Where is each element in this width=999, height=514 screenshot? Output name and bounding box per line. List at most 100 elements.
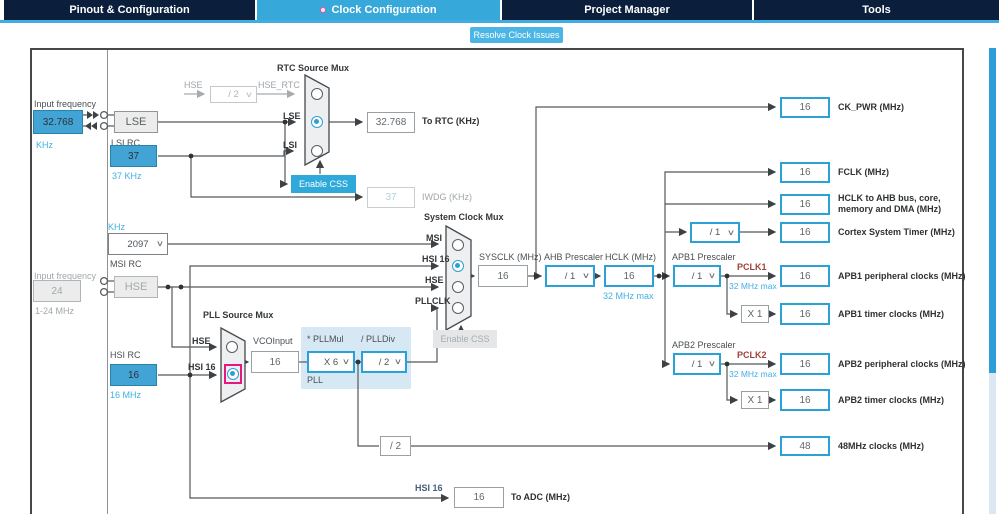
adc-value-box: 16 [454,487,504,508]
clk48-value-box[interactable]: 48 [780,436,830,456]
hclk-ahb-label-line1: HCLK to AHB bus, core, [838,193,941,203]
chevron-down-icon: ∨ [155,238,165,248]
hclk-ahb-value-box[interactable]: 16 [780,194,830,215]
lsi-rc-value-box: 37 [110,145,157,167]
chevron-down-icon: ∨ [581,270,591,280]
tab-label: Tools [862,4,891,16]
tab-project-manager[interactable]: Project Manager [502,0,752,20]
lse-input-unit-label: KHz [36,140,54,150]
tab-pinout-configuration[interactable]: Pinout & Configuration [4,0,255,20]
apb1-timer-multiplier-box: X 1 [741,305,769,323]
pll-mux-radio-hsi16[interactable] [227,368,239,380]
chevron-down-icon: ∨ [707,358,717,368]
lse-input-frequency-label: Input frequency [34,99,97,109]
pllmul-label: * PLLMul [307,334,344,344]
chevron-down-icon: ∨ [393,356,403,366]
chevron-down-icon: ∨ [726,227,736,237]
cortex-prescaler-dropdown[interactable]: / 1∨ [690,222,740,243]
scrollbar-thumb[interactable] [989,48,996,373]
sys-mux-radio-hse[interactable] [452,281,464,293]
sys-mux-radio-hsi16[interactable] [452,260,464,272]
rtc-mux-radio-hse-rtc[interactable] [311,88,323,100]
tab-accent-strip [0,20,999,23]
vco-input-label: VCOInput [253,336,293,346]
rtc-mux-radio-lsi[interactable] [311,145,323,157]
hse-block: HSE [114,276,158,298]
chevron-down-icon: ∨ [244,89,254,99]
tab-tools[interactable]: Tools [754,0,999,20]
apb1-peripheral-label: APB1 peripheral clocks (MHz) [838,271,966,281]
apb2-timer-value-box[interactable]: 16 [780,389,830,411]
hsi-rc-value-box: 16 [110,364,157,386]
hse-input-frequency-label: Input frequency [34,271,97,281]
hclk-label: HCLK (MHz) [605,252,656,262]
apb1-prescaler-dropdown[interactable]: / 1∨ [673,265,721,287]
rtc-hse-label: HSE [184,80,203,90]
apb2-timer-multiplier-box: X 1 [741,391,769,409]
apb1-prescaler-label: APB1 Prescaler [672,252,736,262]
enable-css-rtc-button[interactable]: Enable CSS [291,175,356,193]
pll-panel-label: PLL [307,375,324,385]
apb1-timer-label: APB1 timer clocks (MHz) [838,309,945,319]
panel-border-left [30,48,32,514]
pllmul-dropdown[interactable]: X 6∨ [307,351,355,373]
fclk-value-box[interactable]: 16 [780,162,830,183]
lse-block: LSE [114,111,158,133]
sys-mux-radio-msi[interactable] [452,239,464,251]
plldiv-label: / PLLDiv [361,334,396,344]
resolve-clock-issues-button[interactable]: Resolve Clock Issues [470,27,563,43]
vco-input-value-box: 16 [251,351,299,373]
iwdg-label: IWDG (KHz) [422,192,472,202]
apb2-prescaler-dropdown[interactable]: / 1∨ [673,353,721,375]
ck-pwr-value-box[interactable]: 16 [780,97,830,118]
apb1-peripheral-value-box[interactable]: 16 [780,265,830,287]
adc-signal-label: HSI 16 [415,483,443,493]
rtc-mux-radio-lse[interactable] [311,116,323,128]
msi-frequency-dropdown[interactable]: 2097∨ [108,233,168,255]
pclk1-max-label: 32 MHz max [729,281,777,291]
pclk2-max-label: 32 MHz max [729,369,777,379]
rtc-hse-divider-dropdown: / 2∨ [210,86,257,103]
sys-mux-title: System Clock Mux [424,212,504,222]
pll-mux-selection-highlight [224,364,242,384]
sysclk-value-box: 16 [478,265,528,287]
active-tab-dot-icon [320,7,327,13]
hse-input-frequency-field: 24 [33,280,81,302]
to-rtc-label: To RTC (KHz) [422,116,480,126]
pll-hse-input-label: HSE [192,336,211,346]
cortex-timer-label: Cortex System Timer (MHz) [838,227,955,237]
sys-mux-radio-pllclk[interactable] [452,302,464,314]
ahb-prescaler-label: AHB Prescaler [544,252,604,262]
sys-hse-input-label: HSE [425,275,444,285]
chevron-down-icon: ∨ [707,270,717,280]
pll-mux-radio-hse[interactable] [226,341,238,353]
tab-label: Project Manager [584,4,670,16]
rtc-lse-input-label: LSE [283,111,301,121]
pll-mux-title: PLL Source Mux [203,310,274,320]
apb1-timer-value-box[interactable]: 16 [780,303,830,325]
plldiv-dropdown[interactable]: / 2∨ [361,351,407,373]
hclk-max-label: 32 MHz max [603,291,654,301]
pclk1-label: PCLK1 [737,262,767,272]
cortex-timer-value-box[interactable]: 16 [780,222,830,243]
pll-hsi-input-label: HSI 16 [188,362,216,372]
chevron-down-icon: ∨ [341,356,351,366]
sys-hsi16-input-label: HSI 16 [422,254,450,264]
clk48-divider-box: / 2 [380,436,411,456]
tab-label: Pinout & Configuration [69,4,190,16]
hsi-rc-label: HSI RC [110,350,141,360]
tab-clock-configuration[interactable]: Clock Configuration [257,0,500,20]
hclk-value-box[interactable]: 16 [604,265,654,287]
sys-msi-input-label: MSI [426,233,443,243]
panel-border-right [962,48,964,514]
adc-label: To ADC (MHz) [511,492,570,502]
ahb-prescaler-dropdown[interactable]: / 1∨ [545,265,595,287]
clk48-label: 48MHz clocks (MHz) [838,441,925,451]
lsi-rc-label: LSI RC [111,138,141,148]
ck-pwr-label: CK_PWR (MHz) [838,102,904,112]
tab-label: Clock Configuration [331,4,437,16]
sysclk-label: SYSCLK (MHz) [479,252,542,262]
lse-input-frequency-field[interactable]: 32.768 [33,110,83,134]
apb2-peripheral-value-box[interactable]: 16 [780,353,830,375]
